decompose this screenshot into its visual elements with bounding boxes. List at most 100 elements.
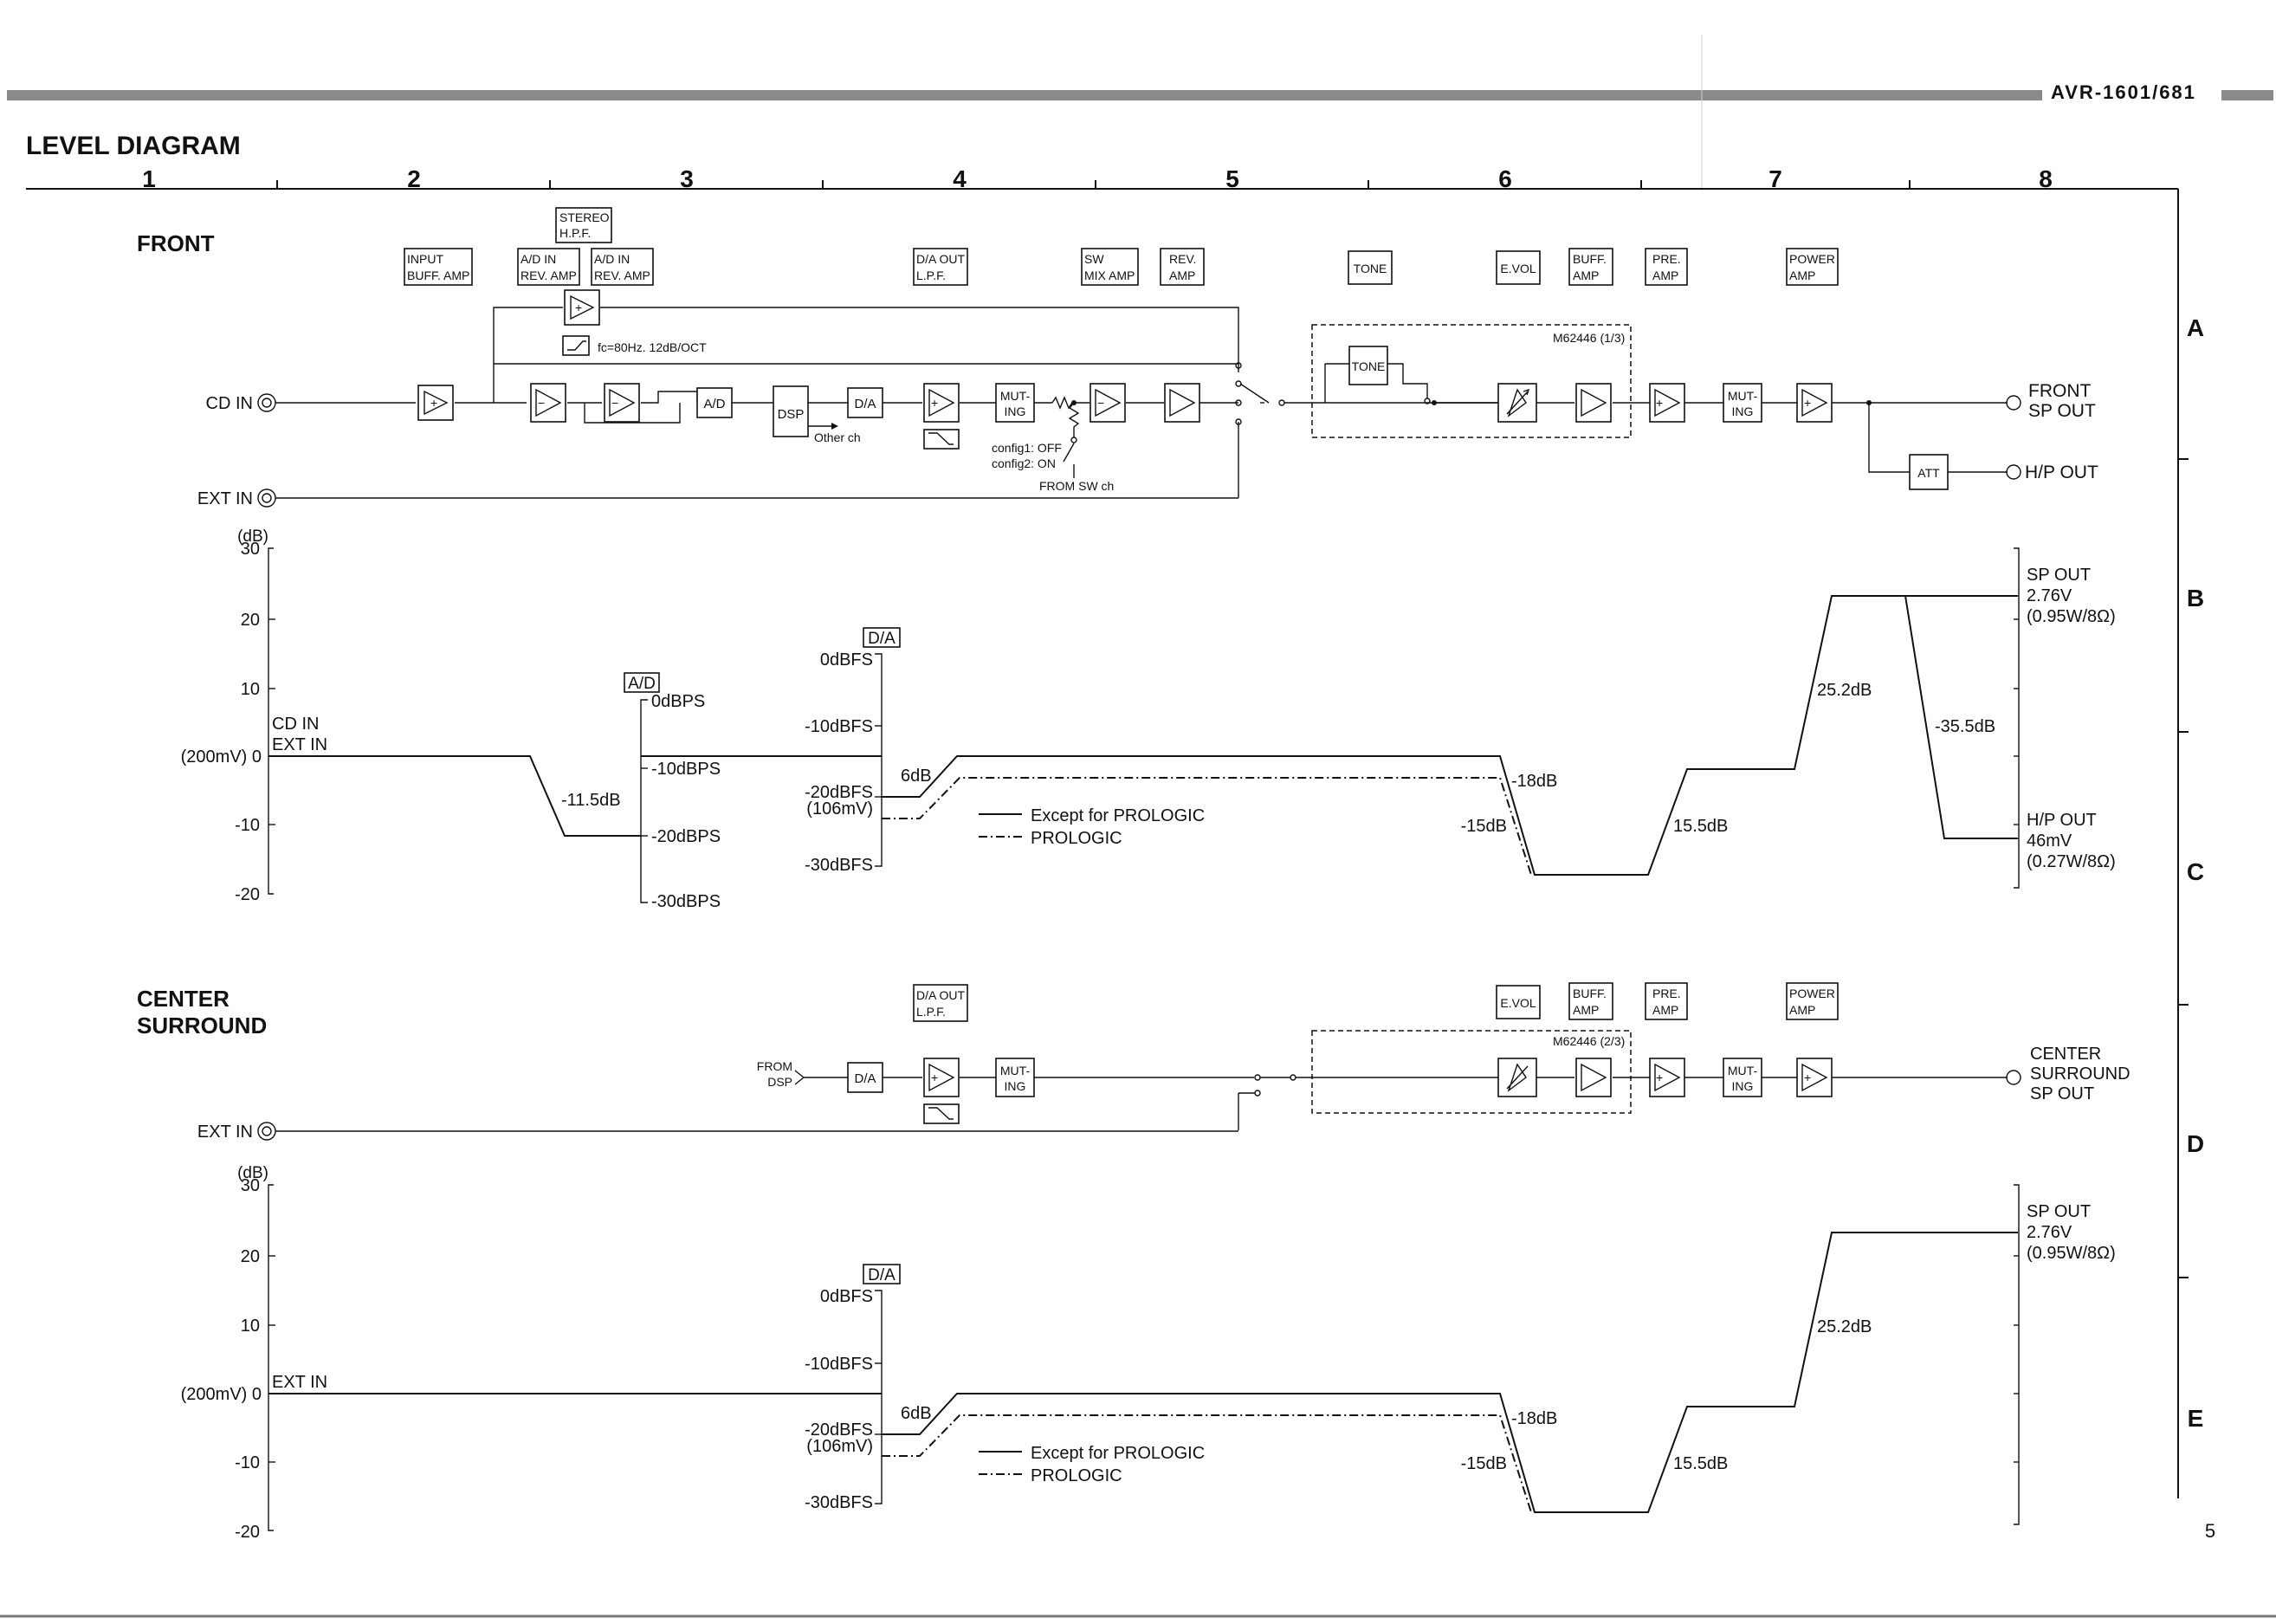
front-sp-out-jack — [2006, 395, 2021, 411]
pre-amp-label: AMP — [1652, 269, 1678, 282]
column-label: 2 — [407, 165, 421, 192]
center-out-label: CENTER — [2030, 1045, 2101, 1064]
y-tick: 20 — [241, 1247, 260, 1266]
hp-out-label: H/P OUT — [2027, 811, 2097, 830]
from-dsp-label: FROM — [757, 1059, 792, 1073]
da-scale-tick: -10dBFS — [805, 1355, 873, 1374]
column-label: 5 — [1225, 165, 1239, 192]
da-scale-title: D/A — [868, 630, 896, 648]
center-sp-out-jack — [2006, 1070, 2021, 1085]
muting-label: MUT- — [1728, 1064, 1758, 1077]
cd-in-jack — [257, 393, 276, 412]
legend-dashdot: PROLOGIC — [1031, 829, 1122, 848]
pre-amp-label: PRE. — [1652, 987, 1681, 1000]
front-heading: FRONT — [137, 230, 215, 256]
gain-power-label: 25.2dB — [1817, 1317, 1872, 1336]
da-converter: D/A — [854, 1071, 876, 1086]
center-heading: SURROUND — [137, 1013, 267, 1038]
ad-converter: A/D — [703, 397, 725, 411]
svg-text:+: + — [1656, 1071, 1663, 1084]
da-lpf-label: D/A OUT — [916, 252, 965, 266]
row-label: A — [2187, 314, 2204, 341]
da-lpf-label: D/A OUT — [916, 988, 965, 1002]
ad-scale-tick: -10dBPS — [651, 760, 721, 779]
da-scale-tick: 0dBFS — [820, 1287, 873, 1306]
column-label: 1 — [142, 165, 156, 192]
row-label: D — [2187, 1130, 2204, 1157]
column-label: 3 — [680, 165, 694, 192]
page-number: 5 — [2205, 1520, 2215, 1542]
stereo-hpf-label: H.P.F. — [559, 226, 591, 240]
ad-scale-tick: 0dBPS — [651, 692, 705, 711]
y-tick: (200mV) 0 — [181, 1385, 262, 1404]
da-lpf-label: L.P.F. — [916, 269, 946, 282]
front-block-diagram: CD IN EXT IN — [197, 289, 2098, 508]
from-dsp-label: DSP — [767, 1075, 792, 1089]
svg-text:−: − — [1097, 396, 1104, 410]
y-tick: -10 — [235, 1453, 260, 1472]
front-out-label: SP OUT — [2028, 401, 2096, 421]
da-converter: D/A — [854, 397, 876, 411]
ic-label: M62446 (1/3) — [1553, 331, 1625, 345]
ad-scale-title: A/D — [628, 675, 656, 693]
y-tick: 20 — [241, 611, 260, 630]
ad-rev-label: A/D IN — [594, 252, 630, 266]
y-tick: -20 — [235, 885, 260, 904]
buff-amp-label: BUFF. — [1573, 987, 1607, 1000]
legend-dashdot: PROLOGIC — [1031, 1466, 1122, 1485]
svg-text:−: − — [538, 396, 545, 410]
center-block-diagram: FROM DSP D/A + MUT- ING EXT IN M62446 (2… — [197, 1030, 2131, 1142]
center-heading: CENTER — [137, 986, 230, 1012]
sp-out-voltage: 2.76V — [2027, 586, 2072, 605]
sw-mix-label: MIX AMP — [1084, 269, 1135, 282]
svg-text:+: + — [931, 396, 938, 410]
power-amp-label: AMP — [1789, 269, 1815, 282]
input-buff-label: BUFF. AMP — [407, 269, 469, 282]
ext-in-label: EXT IN — [197, 1123, 253, 1142]
svg-text:−: − — [611, 396, 618, 410]
from-sw-label: FROM SW ch — [1039, 479, 1114, 493]
gain-da-label: 6dB — [901, 1404, 932, 1423]
ad-rev-label: A/D IN — [521, 252, 556, 266]
gain-pre-label: 15.5dB — [1673, 1454, 1728, 1473]
svg-text:+: + — [1804, 1071, 1811, 1084]
ad-scale-tick: -20dBPS — [651, 827, 721, 846]
buff-amp-label: AMP — [1573, 1003, 1599, 1017]
hp-out-label: H/P OUT — [2025, 463, 2098, 482]
tone-label: TONE — [1354, 262, 1387, 275]
da-scale-tick: (106mV) — [806, 1437, 873, 1456]
sp-out-power: (0.95W/8Ω) — [2027, 607, 2116, 626]
power-amp-label: AMP — [1789, 1003, 1815, 1017]
rev-amp-label: AMP — [1169, 269, 1195, 282]
input-label: EXT IN — [272, 735, 327, 754]
column-label: 8 — [2039, 165, 2053, 192]
da-scale-tick: 0dBFS — [820, 650, 873, 670]
muting-label: ING — [1732, 1079, 1754, 1093]
evol-label: E.VOL — [1500, 262, 1536, 275]
legend-solid: Except for PROLOGIC — [1031, 1444, 1205, 1463]
muting-label: ING — [1005, 1079, 1026, 1093]
center-level-chart: (dB) 30 20 10 (200mV) 0 -10 -20 EXT IN D… — [181, 1164, 2116, 1542]
front-level-chart: (dB) 30 20 10 (200mV) 0 -10 -20 CD IN EX… — [181, 527, 2116, 911]
column-label: 6 — [1498, 165, 1512, 192]
legend-solid: Except for PROLOGIC — [1031, 806, 1205, 825]
svg-text:+: + — [931, 1071, 938, 1084]
drop-ad-label: -11.5dB — [561, 791, 621, 810]
ad-rev-label: REV. AMP — [594, 269, 650, 282]
dsp-block: DSP — [778, 407, 805, 422]
column-label: 7 — [1768, 165, 1782, 192]
stereo-hpf-label: STEREO — [559, 210, 610, 224]
da-scale-tick: (106mV) — [806, 799, 873, 818]
column-label: 4 — [953, 165, 967, 192]
evol-label: E.VOL — [1500, 996, 1536, 1010]
power-amp-label: POWER — [1789, 987, 1835, 1000]
input-label: CD IN — [272, 715, 319, 734]
center-stage-labels: D/A OUT L.P.F. E.VOL BUFF. AMP PRE. AMP … — [913, 982, 1839, 1022]
ext-in-jack — [257, 1122, 276, 1141]
pre-amp-label: AMP — [1652, 1003, 1678, 1017]
power-amp-label: POWER — [1789, 252, 1835, 266]
da-scale-tick: -20dBFS — [805, 783, 873, 802]
center-out-label: SURROUND — [2030, 1064, 2131, 1084]
